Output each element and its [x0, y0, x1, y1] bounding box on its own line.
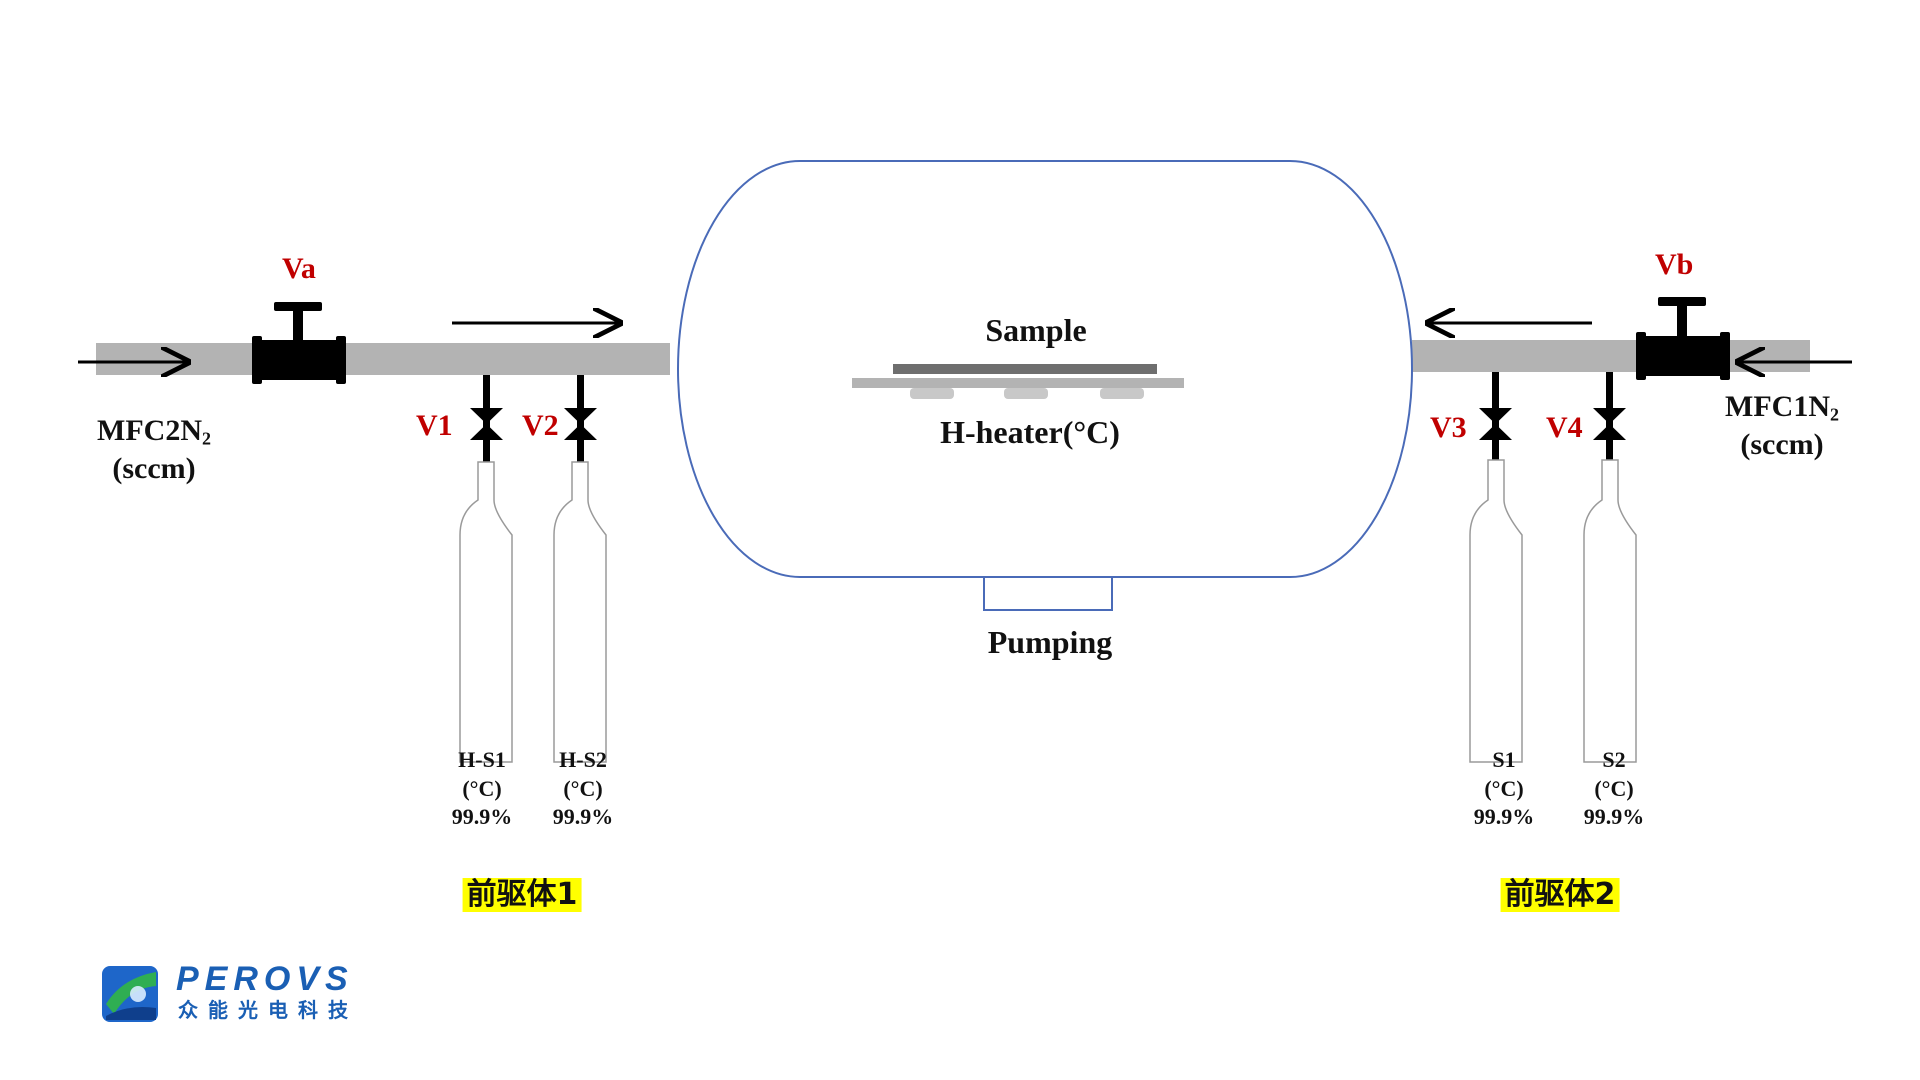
source-bottle-hs2-icon — [553, 461, 607, 763]
company-logo: PEROVS 众能光电科技 — [100, 960, 440, 1030]
source-s2-unit: (°C) — [1594, 775, 1634, 801]
globe-logo-icon — [102, 966, 158, 1022]
source-hs1-unit: (°C) — [462, 775, 502, 801]
right-inlet-line1: MFC1N — [1725, 390, 1830, 423]
heater-label: H-heater(°C) — [940, 414, 1120, 450]
source-hs2-label: H-S2 (°C) 99.9% — [553, 746, 614, 832]
left-inlet-line1: MFC2N — [97, 414, 202, 447]
source-s2-purity: 99.9% — [1583, 804, 1645, 830]
source-s1-unit: (°C) — [1484, 775, 1524, 801]
source-hs1-purity: 99.9% — [451, 804, 513, 830]
reaction-chamber — [677, 160, 1413, 578]
valve-v1-label: V1 — [416, 409, 453, 442]
source-hs1-label: H-S1 (°C) 99.9% — [452, 746, 513, 832]
source-s1-purity: 99.9% — [1473, 804, 1535, 830]
left-gas-pipe — [96, 343, 670, 375]
source-hs2-unit: (°C) — [563, 775, 603, 801]
valve-vb-icon[interactable] — [1636, 297, 1730, 380]
source-bottle-s2-icon — [1583, 459, 1637, 763]
source-hs1-name: H-S1 — [458, 747, 506, 772]
sample-substrate — [893, 364, 1157, 374]
left-inlet-line2: (sccm) — [112, 452, 196, 485]
right-inlet-label: MFC1N2 (sccm) — [1725, 388, 1839, 464]
valve-v4-label: V4 — [1546, 411, 1583, 444]
valve-v1-icon[interactable] — [470, 375, 503, 462]
source-bottle-s1-icon — [1469, 459, 1523, 763]
right-gas-pipe — [1412, 340, 1810, 372]
valve-v2-label: V2 — [522, 409, 559, 442]
valve-vb-label: Vb — [1655, 248, 1694, 281]
pumping-port — [983, 576, 1113, 611]
source-s1-label: S1 (°C) 99.9% — [1474, 746, 1535, 832]
source-hs2-name: H-S2 — [559, 747, 607, 772]
heater-stage — [852, 378, 1184, 399]
source-s2-name: S2 — [1602, 747, 1626, 772]
right-inlet-sub: 2 — [1829, 404, 1839, 425]
logo-subtitle: 众能光电科技 — [178, 998, 358, 1022]
valve-v2-icon[interactable] — [564, 375, 597, 462]
precursor-1-label: 前驱体1 — [462, 878, 582, 912]
sample-label: Sample — [985, 312, 1087, 348]
valve-va-icon[interactable] — [252, 302, 346, 384]
left-inlet-label: MFC2N2 (sccm) — [97, 412, 211, 488]
source-s1-name: S1 — [1492, 747, 1516, 772]
precursor-2-label: 前驱体2 — [1500, 878, 1620, 912]
right-inlet-line2: (sccm) — [1740, 428, 1824, 461]
source-s2-label: S2 (°C) 99.9% — [1584, 746, 1645, 832]
left-inlet-sub: 2 — [201, 428, 211, 449]
valve-v3-icon[interactable] — [1479, 372, 1512, 460]
logo-brand: PEROVS — [176, 960, 354, 998]
pumping-label: Pumping — [987, 624, 1113, 660]
valve-v3-label: V3 — [1430, 411, 1467, 444]
valve-v4-icon[interactable] — [1593, 372, 1626, 460]
valve-va-label: Va — [282, 252, 316, 285]
source-bottle-hs1-icon — [459, 461, 513, 763]
source-hs2-purity: 99.9% — [552, 804, 614, 830]
